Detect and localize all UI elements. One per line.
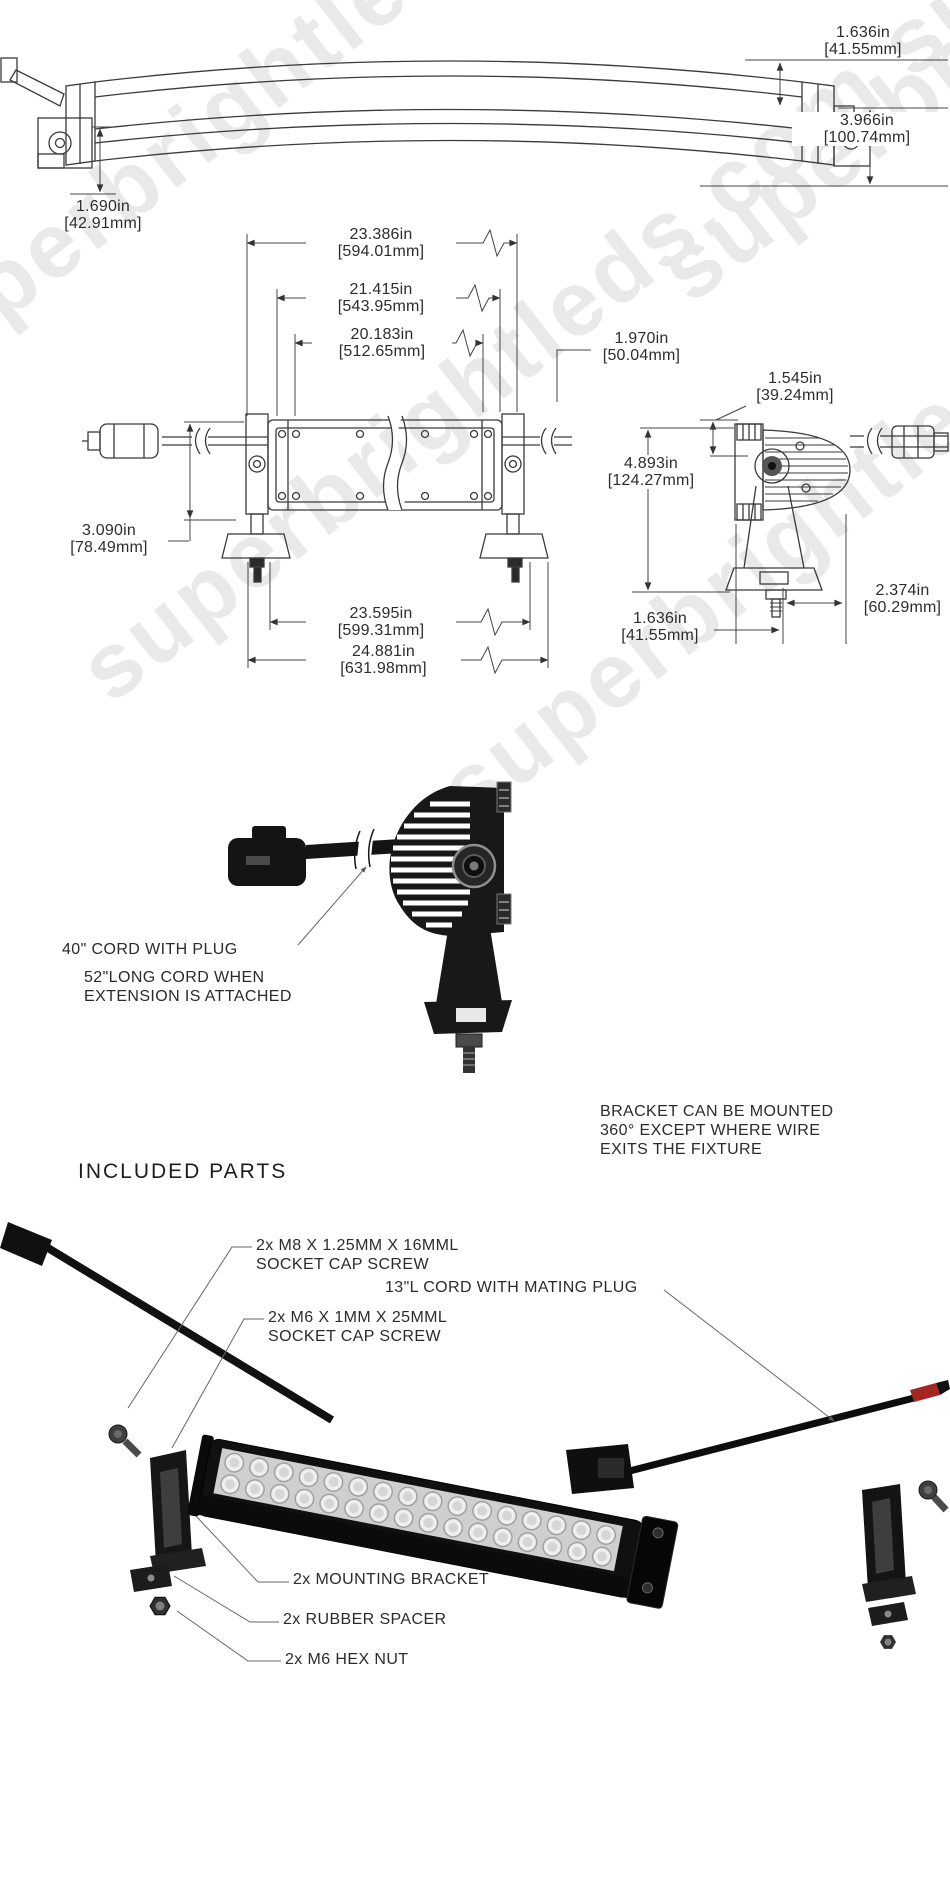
break-mark <box>540 430 554 452</box>
front-screws <box>277 429 493 501</box>
side-plug <box>891 425 949 459</box>
dim-front-span-outer: 23.386in [594.01mm] <box>337 226 425 260</box>
label-m6-screw: 2x M6 X 1MM X 25MML SOCKET CAP SCREW <box>268 1309 448 1345</box>
cord-illustration <box>228 781 512 1073</box>
rubber-spacer-left <box>130 1564 172 1592</box>
front-view-dim-lines <box>168 228 591 675</box>
label-mounting-bracket: 2x MOUNTING BRACKET <box>293 1571 490 1588</box>
included-parts-illustration <box>0 1222 950 1649</box>
mounting-bracket-right <box>862 1484 916 1602</box>
dim-side-front-depth: 2.374in [60.29mm] <box>863 582 942 616</box>
side-view-drawing <box>725 423 949 618</box>
mating-cord <box>566 1380 950 1494</box>
dim-profile-top-height: 1.636in [41.55mm] <box>824 24 902 58</box>
dim-front-housing-height: 1.970in [50.04mm] <box>602 330 681 364</box>
dim-side-top-depth: 1.545in [39.24mm] <box>756 370 834 404</box>
label-bracket-note: BRACKET CAN BE MOUNTED 360° EXCEPT WHERE… <box>600 1103 834 1158</box>
rubber-spacer-right <box>868 1602 908 1626</box>
dim-front-bracket-height: 3.090in [78.49mm] <box>70 522 148 556</box>
led-array <box>215 1449 621 1570</box>
profile-end-mount <box>37 117 93 169</box>
label-m8-screw: 2x M8 X 1.25MM X 16MML SOCKET CAP SCREW <box>256 1237 459 1273</box>
side-pivot-knob <box>754 448 790 484</box>
hex-nut-left <box>149 1596 171 1616</box>
front-plug <box>82 423 159 459</box>
break-mark <box>383 416 407 510</box>
included-parts-heading: INCLUDED PARTS <box>78 1160 288 1183</box>
label-rubber-spacer: 2x RUBBER SPACER <box>283 1611 447 1628</box>
profile-plug <box>0 57 18 83</box>
front-view-drawing <box>82 413 572 583</box>
bracket-leg <box>436 928 502 1004</box>
foot-bolt <box>455 1033 483 1048</box>
label-extension-note: 52"LONG CORD WHEN EXTENSION IS ATTACHED <box>84 969 292 1005</box>
label-mating-cord: 13"L CORD WITH MATING PLUG <box>385 1279 638 1296</box>
dim-front-span-mid: 21.415in [543.95mm] <box>337 281 425 315</box>
hex-nut-right <box>880 1635 896 1649</box>
dim-side-rear-depth: 1.636in [41.55mm] <box>621 610 699 644</box>
dim-front-body-length: 23.595in [599.31mm] <box>337 605 425 639</box>
leader-lines <box>127 866 835 1662</box>
red-wire-tip <box>910 1383 940 1402</box>
label-hex-nut: 2x M6 HEX NUT <box>285 1651 409 1668</box>
end-cap <box>626 1515 679 1609</box>
profile-wire <box>9 69 65 107</box>
label-cord: 40" CORD WITH PLUG <box>62 941 238 958</box>
side-view-dim-lines <box>632 405 847 644</box>
m6-screw <box>918 1480 949 1513</box>
side-lens <box>762 429 851 511</box>
harness-cord <box>45 1244 335 1424</box>
side-lens-hatch <box>765 437 848 502</box>
dim-profile-total-height: 3.966in [100.74mm] <box>792 112 942 146</box>
harness-plug <box>0 1222 52 1266</box>
m8-screw <box>108 1424 142 1458</box>
dim-front-span-inner: 20.183in [512.65mm] <box>338 326 426 360</box>
profile-view-drawing <box>0 57 871 169</box>
dim-profile-end-height: 1.690in [42.91mm] <box>64 198 142 232</box>
housing-louvers <box>391 801 470 928</box>
dim-front-overall-length: 24.881in [631.98mm] <box>340 643 427 677</box>
front-mounting-feet <box>221 513 549 583</box>
light-bar <box>187 1434 679 1609</box>
dim-side-height: 4.893in [124.27mm] <box>592 455 710 489</box>
side-foot <box>725 567 823 591</box>
